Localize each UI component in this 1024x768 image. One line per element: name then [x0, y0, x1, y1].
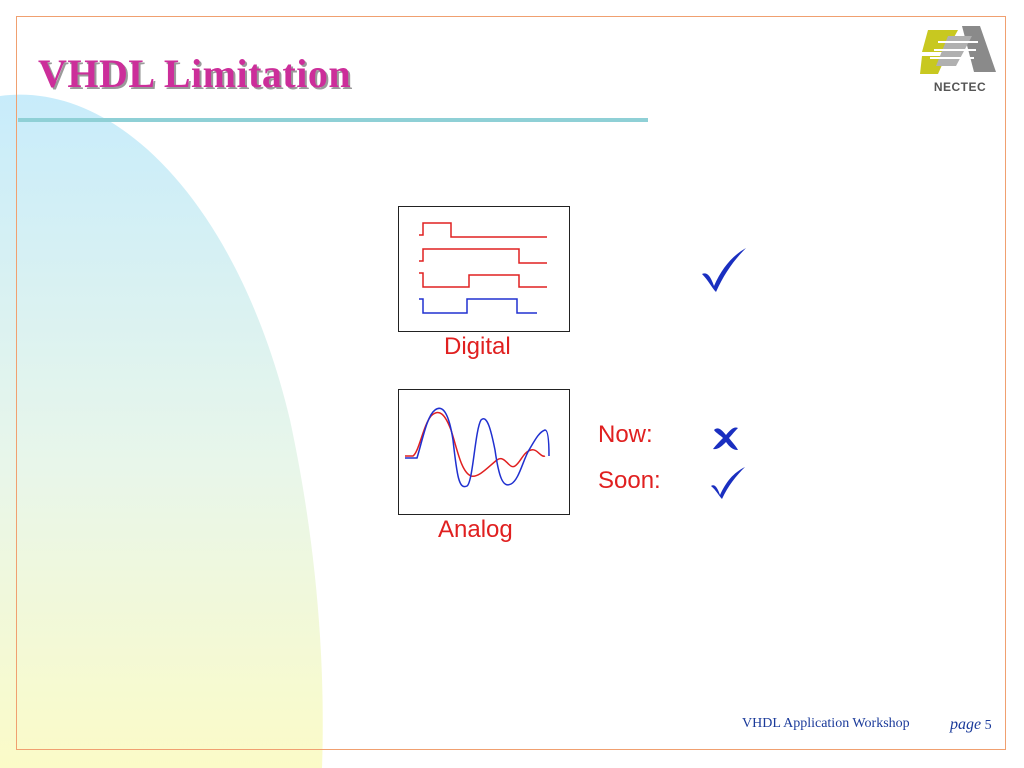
analog-waveform-panel — [398, 389, 570, 515]
analog-signal-blue — [405, 407, 550, 488]
digital-signal-2 — [419, 248, 547, 264]
soon-label: Soon: — [598, 467, 661, 494]
now-label: Now: — [598, 421, 653, 448]
cross-icon — [713, 427, 738, 450]
check-icon — [702, 248, 746, 292]
footer-page: page 5 — [950, 716, 992, 734]
footer-workshop: VHDL Application Workshop — [742, 716, 910, 731]
title-underline — [18, 118, 648, 122]
digital-signal-4 — [419, 298, 537, 314]
digital-caption: Digital — [444, 333, 511, 360]
digital-signal-3 — [419, 272, 547, 288]
analog-caption: Analog — [438, 516, 513, 543]
logo-wordmark: NECTEC — [933, 80, 987, 94]
analog-waveforms — [405, 407, 550, 488]
footer-page-number: 5 — [984, 718, 992, 733]
footer-page-word: page — [950, 716, 982, 733]
slide-frame — [16, 16, 1006, 750]
nectec-logo-icon — [920, 26, 996, 74]
digital-signal-1 — [419, 222, 547, 238]
slide-title: VHDL Limitation — [38, 51, 352, 96]
digital-waveforms — [419, 222, 547, 314]
digital-waveform-panel — [398, 206, 570, 332]
check-icon — [711, 467, 745, 499]
